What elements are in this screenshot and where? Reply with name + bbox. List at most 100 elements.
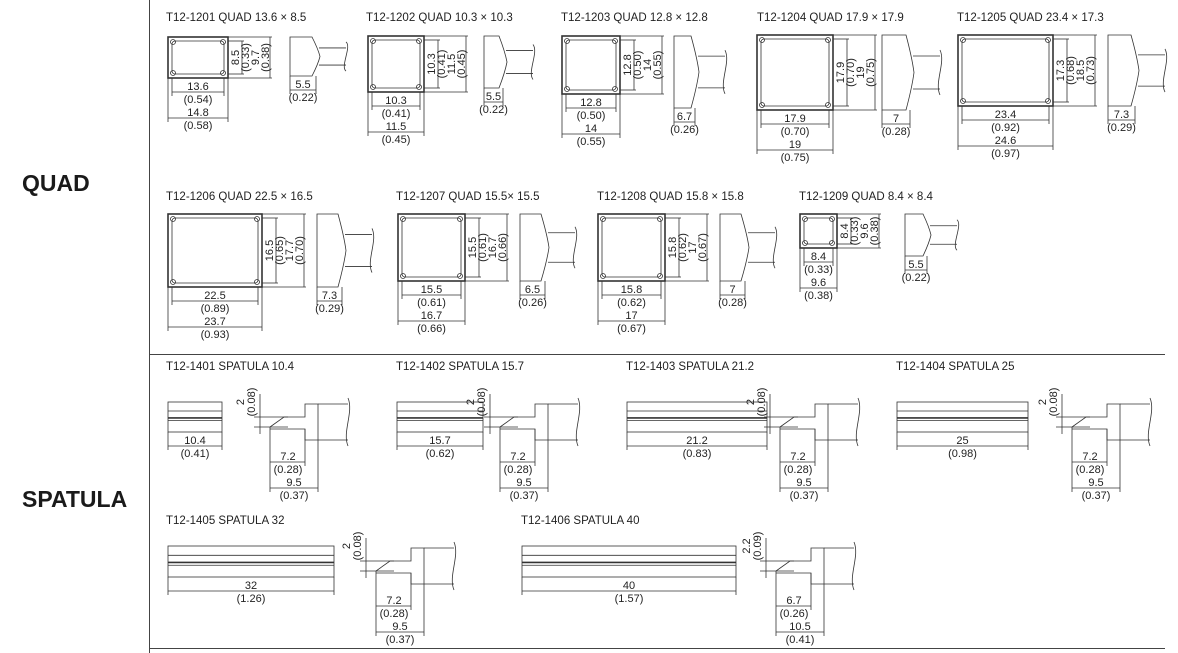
spatula-front-view: [167, 545, 335, 578]
break-line: [572, 226, 578, 269]
tip-outer-outline: [561, 35, 621, 95]
depth-label: 7.3: [1114, 109, 1129, 121]
corner-relief: [170, 39, 176, 45]
break-line: [451, 541, 457, 591]
tip-inner-outline: [760, 38, 830, 107]
depth-inch-label: (0.28): [882, 126, 911, 138]
tip-title: T12-1208 QUAD 15.8 × 15.8: [597, 191, 744, 203]
section-label-spatula: SPATULA: [22, 486, 128, 512]
spatula-front-view: [521, 545, 737, 578]
break-line: [772, 226, 778, 269]
corner-relief: [612, 38, 618, 44]
section-divider-vertical: [149, 0, 150, 653]
thickness-inch-label: (0.08): [246, 388, 258, 417]
depth-label: 7.3: [322, 290, 337, 302]
break-line: [369, 228, 375, 273]
blade-length-label: 7.2: [386, 595, 401, 607]
section-label-quad: QUAD: [22, 170, 90, 196]
thickness-inch-label: (0.08): [756, 388, 768, 417]
corner-relief: [400, 273, 406, 279]
tip-title: T12-1403 SPATULA 21.2: [626, 361, 754, 373]
thickness-label: 2: [235, 399, 247, 405]
outer-height-label: 19: [855, 66, 867, 78]
outer-width-inch-label: (0.93): [201, 329, 230, 341]
outer-width-label: 16.7: [421, 310, 442, 322]
thickness-inch-label: (0.08): [476, 388, 488, 417]
inner-width-inch-label: (0.33): [804, 264, 833, 276]
corner-relief: [657, 216, 663, 222]
blade-length-inch-label: (0.28): [504, 464, 533, 476]
spatula-tip-drawing: T12-1405 SPATULA 3232(1.26)2(0.08)7.2(0.…: [166, 515, 457, 646]
inner-width-label: 10.3: [385, 95, 406, 107]
quad-tip-drawing: T12-1207 QUAD 15.5× 15.515.5(0.61)16.7(0…: [396, 191, 578, 335]
tip-inner-outline: [803, 217, 834, 245]
tip-length-inch-label: (0.37): [1082, 490, 1111, 502]
tip-inner-outline: [601, 217, 662, 278]
tip-length-label: 9.5: [1088, 477, 1103, 489]
outer-height-label: 9.7: [250, 50, 262, 65]
width-label: 40: [623, 580, 635, 592]
inner-width-inch-label: (0.50): [577, 110, 606, 122]
outer-height-label: 14: [642, 59, 654, 71]
tip-title: T12-1207 QUAD 15.5× 15.5: [396, 191, 540, 203]
blade-length-label: 7.2: [280, 451, 295, 463]
tip-title: T12-1401 SPATULA 10.4: [166, 361, 295, 373]
inner-height-inch-label: (0.68): [1065, 56, 1077, 85]
width-inch-label: (0.41): [181, 448, 210, 460]
outer-height-inch-label: (0.67): [697, 233, 709, 262]
spatula-side-view: [499, 403, 549, 441]
corner-relief: [416, 38, 422, 44]
tip-side-view: [316, 213, 347, 288]
corner-relief: [829, 216, 835, 222]
inner-height-inch-label: (0.62): [677, 233, 689, 262]
break-line: [851, 541, 857, 591]
inner-height-inch-label: (0.65): [274, 236, 286, 265]
tip-outer-outline: [167, 36, 229, 79]
tip-inner-outline: [961, 38, 1050, 103]
inner-height-inch-label: (0.33): [240, 43, 252, 72]
spatula-side-view: [269, 403, 319, 441]
spatula-front-view: [167, 401, 223, 433]
depth-inch-label: (0.22): [289, 92, 318, 104]
inner-height-label: 8.5: [230, 50, 242, 65]
inner-width-inch-label: (0.70): [781, 126, 810, 138]
outer-height-label: 11.5: [446, 54, 458, 75]
break-line: [855, 397, 861, 447]
width-label: 32: [245, 580, 257, 592]
depth-label: 7: [729, 284, 735, 296]
outer-height-inch-label: (0.38): [260, 43, 272, 72]
corner-relief: [370, 38, 376, 44]
inner-width-label: 13.6: [187, 81, 208, 93]
tip-side-view: [719, 213, 750, 282]
quad-tip-drawing: T12-1204 QUAD 17.9 × 17.917.9(0.70)19(0.…: [756, 12, 943, 164]
tip-outer-outline: [397, 213, 466, 282]
corner-relief: [825, 102, 831, 108]
corner-relief: [170, 279, 176, 285]
inner-height-label: 17.3: [1055, 60, 1067, 81]
tip-side-view: [881, 34, 915, 111]
depth-label: 6.5: [525, 284, 540, 296]
inner-width-inch-label: (0.41): [382, 108, 411, 120]
outer-width-inch-label: (0.58): [184, 120, 213, 132]
width-inch-label: (1.57): [615, 593, 644, 605]
width-inch-label: (1.26): [237, 593, 266, 605]
depth-label: 6.7: [677, 111, 692, 123]
depth-inch-label: (0.29): [1107, 122, 1136, 134]
corner-relief: [400, 216, 406, 222]
spatula-front-view: [626, 401, 768, 433]
outer-width-inch-label: (0.38): [804, 290, 833, 302]
tip-outer-outline: [799, 213, 838, 249]
spatula-tip-drawing: T12-1401 SPATULA 10.410.4(0.41)2(0.08)7.…: [166, 361, 351, 502]
break-line: [575, 397, 581, 447]
corner-relief: [220, 70, 226, 76]
outer-width-label: 23.7: [204, 316, 225, 328]
depth-label: 5.5: [486, 91, 501, 103]
blade-length-inch-label: (0.28): [274, 464, 303, 476]
outer-width-inch-label: (0.45): [382, 134, 411, 146]
spatula-side-view: [375, 547, 425, 585]
tip-title: T12-1204 QUAD 17.9 × 17.9: [757, 12, 904, 24]
tip-side-view: [289, 36, 321, 77]
outer-width-label: 14: [585, 123, 597, 135]
tip-side-view: [673, 35, 700, 109]
